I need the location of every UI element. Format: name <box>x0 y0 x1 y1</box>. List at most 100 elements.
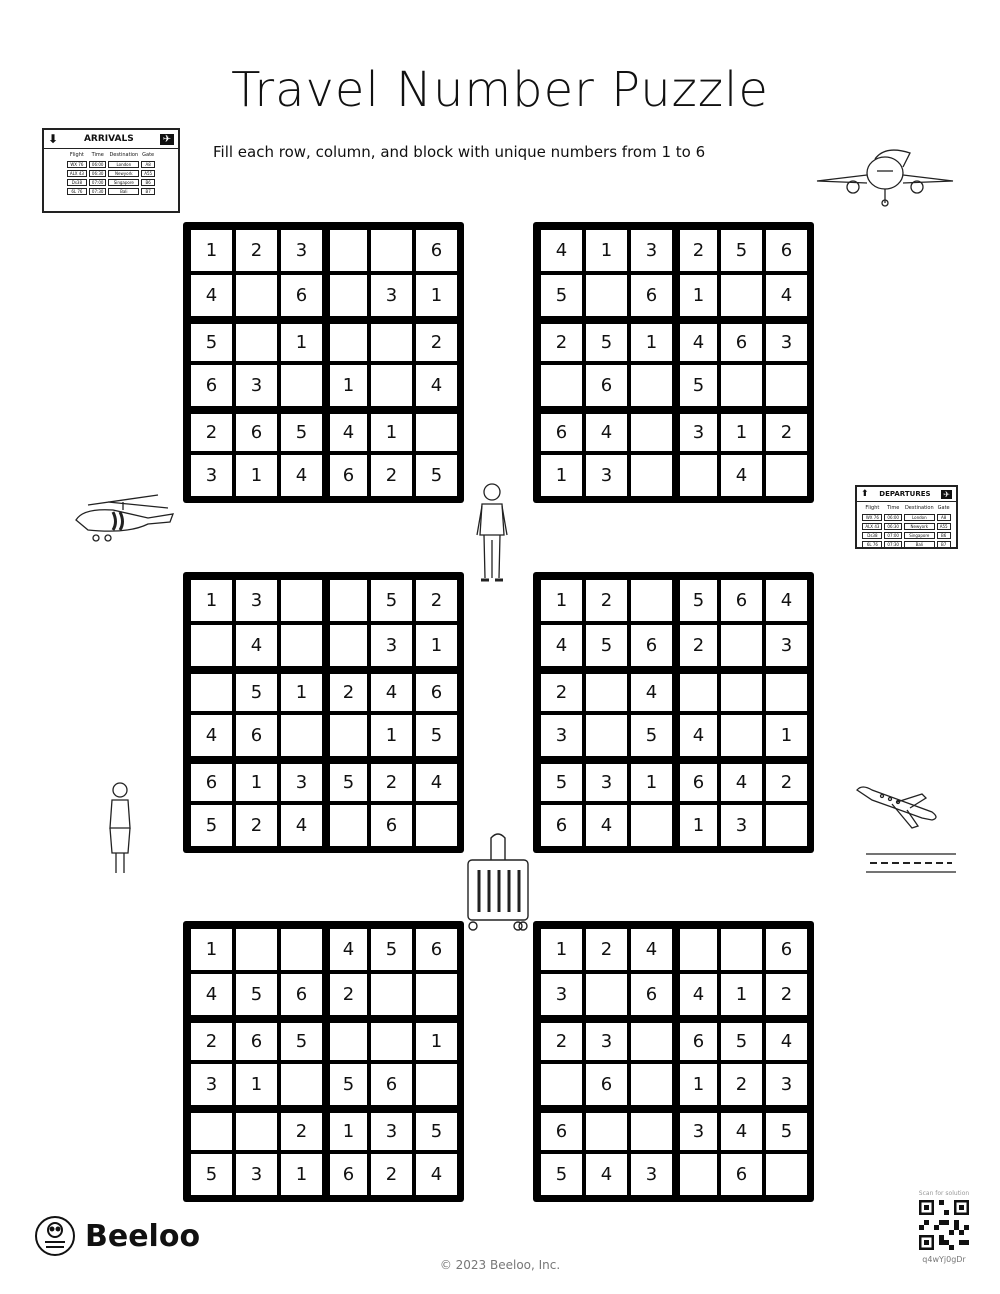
sudoku-given-cell: 6 <box>416 674 457 711</box>
sudoku-empty-cell[interactable] <box>631 1113 672 1150</box>
sudoku-empty-cell[interactable] <box>330 715 367 756</box>
sudoku-empty-cell[interactable] <box>721 275 762 316</box>
sudoku-empty-cell[interactable] <box>416 974 457 1015</box>
plane-takeoff-icon: ✈ <box>941 489 952 499</box>
sudoku-empty-cell[interactable] <box>541 365 582 406</box>
sudoku-empty-cell[interactable] <box>586 674 627 711</box>
sudoku-empty-cell[interactable] <box>191 625 232 666</box>
sudoku-empty-cell[interactable] <box>721 929 762 970</box>
sudoku-empty-cell[interactable] <box>680 1154 717 1195</box>
sudoku-empty-cell[interactable] <box>281 1064 322 1105</box>
sudoku-empty-cell[interactable] <box>680 455 717 496</box>
sudoku-empty-cell[interactable] <box>766 674 807 711</box>
sudoku-empty-cell[interactable] <box>631 805 672 846</box>
board-cell: 6L 76 <box>862 541 883 548</box>
sudoku-empty-cell[interactable] <box>371 365 412 406</box>
sudoku-given-cell: 5 <box>541 1154 582 1195</box>
sudoku-empty-cell[interactable] <box>586 715 627 756</box>
sudoku-empty-cell[interactable] <box>586 275 627 316</box>
sudoku-given-cell: 1 <box>236 455 277 496</box>
sudoku-empty-cell[interactable] <box>236 1113 277 1150</box>
sudoku-empty-cell[interactable] <box>371 230 412 271</box>
sudoku-given-cell: 1 <box>680 275 717 316</box>
sudoku-empty-cell[interactable] <box>416 414 457 451</box>
sudoku-empty-cell[interactable] <box>766 365 807 406</box>
sudoku-empty-cell[interactable] <box>416 1064 457 1105</box>
sudoku-empty-cell[interactable] <box>766 1154 807 1195</box>
sudoku-empty-cell[interactable] <box>330 625 367 666</box>
sudoku-empty-cell[interactable] <box>586 1113 627 1150</box>
sudoku-empty-cell[interactable] <box>631 580 672 621</box>
sudoku-empty-cell[interactable] <box>766 455 807 496</box>
sudoku-given-cell: 2 <box>330 974 367 1015</box>
sudoku-empty-cell[interactable] <box>281 625 322 666</box>
sudoku-empty-cell[interactable] <box>371 324 412 361</box>
sudoku-empty-cell[interactable] <box>541 1064 582 1105</box>
sudoku-empty-cell[interactable] <box>680 929 717 970</box>
board-column-header: Time <box>91 152 104 158</box>
sudoku-given-cell: 1 <box>680 805 717 846</box>
sudoku-empty-cell[interactable] <box>236 324 277 361</box>
sudoku-empty-cell[interactable] <box>281 929 322 970</box>
sudoku-given-cell: 6 <box>236 414 277 451</box>
sudoku-empty-cell[interactable] <box>721 365 762 406</box>
sudoku-empty-cell[interactable] <box>766 805 807 846</box>
sudoku-empty-cell[interactable] <box>631 1023 672 1060</box>
sudoku-empty-cell[interactable] <box>236 929 277 970</box>
sudoku-given-cell: 2 <box>541 324 582 361</box>
sudoku-empty-cell[interactable] <box>281 715 322 756</box>
sudoku-given-cell: 3 <box>586 764 627 801</box>
sudoku-empty-cell[interactable] <box>330 805 367 846</box>
sudoku-given-cell: 3 <box>680 414 717 451</box>
sudoku-empty-cell[interactable] <box>631 1064 672 1105</box>
sudoku-given-cell: 3 <box>586 455 627 496</box>
sudoku-empty-cell[interactable] <box>330 230 367 271</box>
sudoku-empty-cell[interactable] <box>281 580 322 621</box>
sudoku-empty-cell[interactable] <box>236 275 277 316</box>
sudoku-empty-cell[interactable] <box>631 455 672 496</box>
airplane-side-illustration <box>856 786 937 829</box>
sudoku-empty-cell[interactable] <box>191 1113 232 1150</box>
sudoku-empty-cell[interactable] <box>281 365 322 406</box>
sudoku-given-cell: 3 <box>191 1064 232 1105</box>
sudoku-empty-cell[interactable] <box>631 365 672 406</box>
sudoku-given-cell: 4 <box>281 805 322 846</box>
sudoku-empty-cell[interactable] <box>330 580 367 621</box>
sudoku-given-cell: 1 <box>766 715 807 756</box>
sudoku-empty-cell[interactable] <box>416 805 457 846</box>
qr-code[interactable] <box>919 1200 969 1250</box>
sudoku-given-cell: 4 <box>721 764 762 801</box>
sudoku-given-cell: 4 <box>680 715 717 756</box>
sudoku-given-cell: 6 <box>416 230 457 271</box>
sudoku-given-cell: 4 <box>191 275 232 316</box>
sudoku-given-cell: 6 <box>631 275 672 316</box>
sudoku-empty-cell[interactable] <box>330 275 367 316</box>
board-cell: 06:30 <box>88 170 107 177</box>
sudoku-empty-cell[interactable] <box>330 324 367 361</box>
sudoku-given-cell: 2 <box>766 974 807 1015</box>
sudoku-given-cell: 5 <box>541 764 582 801</box>
sudoku-empty-cell[interactable] <box>191 674 232 711</box>
sudoku-given-cell: 4 <box>631 674 672 711</box>
sudoku-empty-cell[interactable] <box>330 1023 367 1060</box>
page-title: Travel Number Puzzle <box>231 62 769 118</box>
sudoku-given-cell: 4 <box>586 1154 627 1195</box>
sudoku-given-cell: 6 <box>631 974 672 1015</box>
sudoku-empty-cell[interactable] <box>721 674 762 711</box>
sudoku-empty-cell[interactable] <box>371 974 412 1015</box>
sudoku-empty-cell[interactable] <box>721 715 762 756</box>
sudoku-empty-cell[interactable] <box>371 1023 412 1060</box>
sudoku-empty-cell[interactable] <box>680 674 717 711</box>
sudoku-given-cell: 5 <box>721 230 762 271</box>
sudoku-empty-cell[interactable] <box>586 974 627 1015</box>
sudoku-empty-cell[interactable] <box>721 625 762 666</box>
sudoku-given-cell: 1 <box>281 674 322 711</box>
board-cell: Singapore <box>108 179 140 186</box>
sudoku-given-cell: 4 <box>680 974 717 1015</box>
sudoku-empty-cell[interactable] <box>631 414 672 451</box>
